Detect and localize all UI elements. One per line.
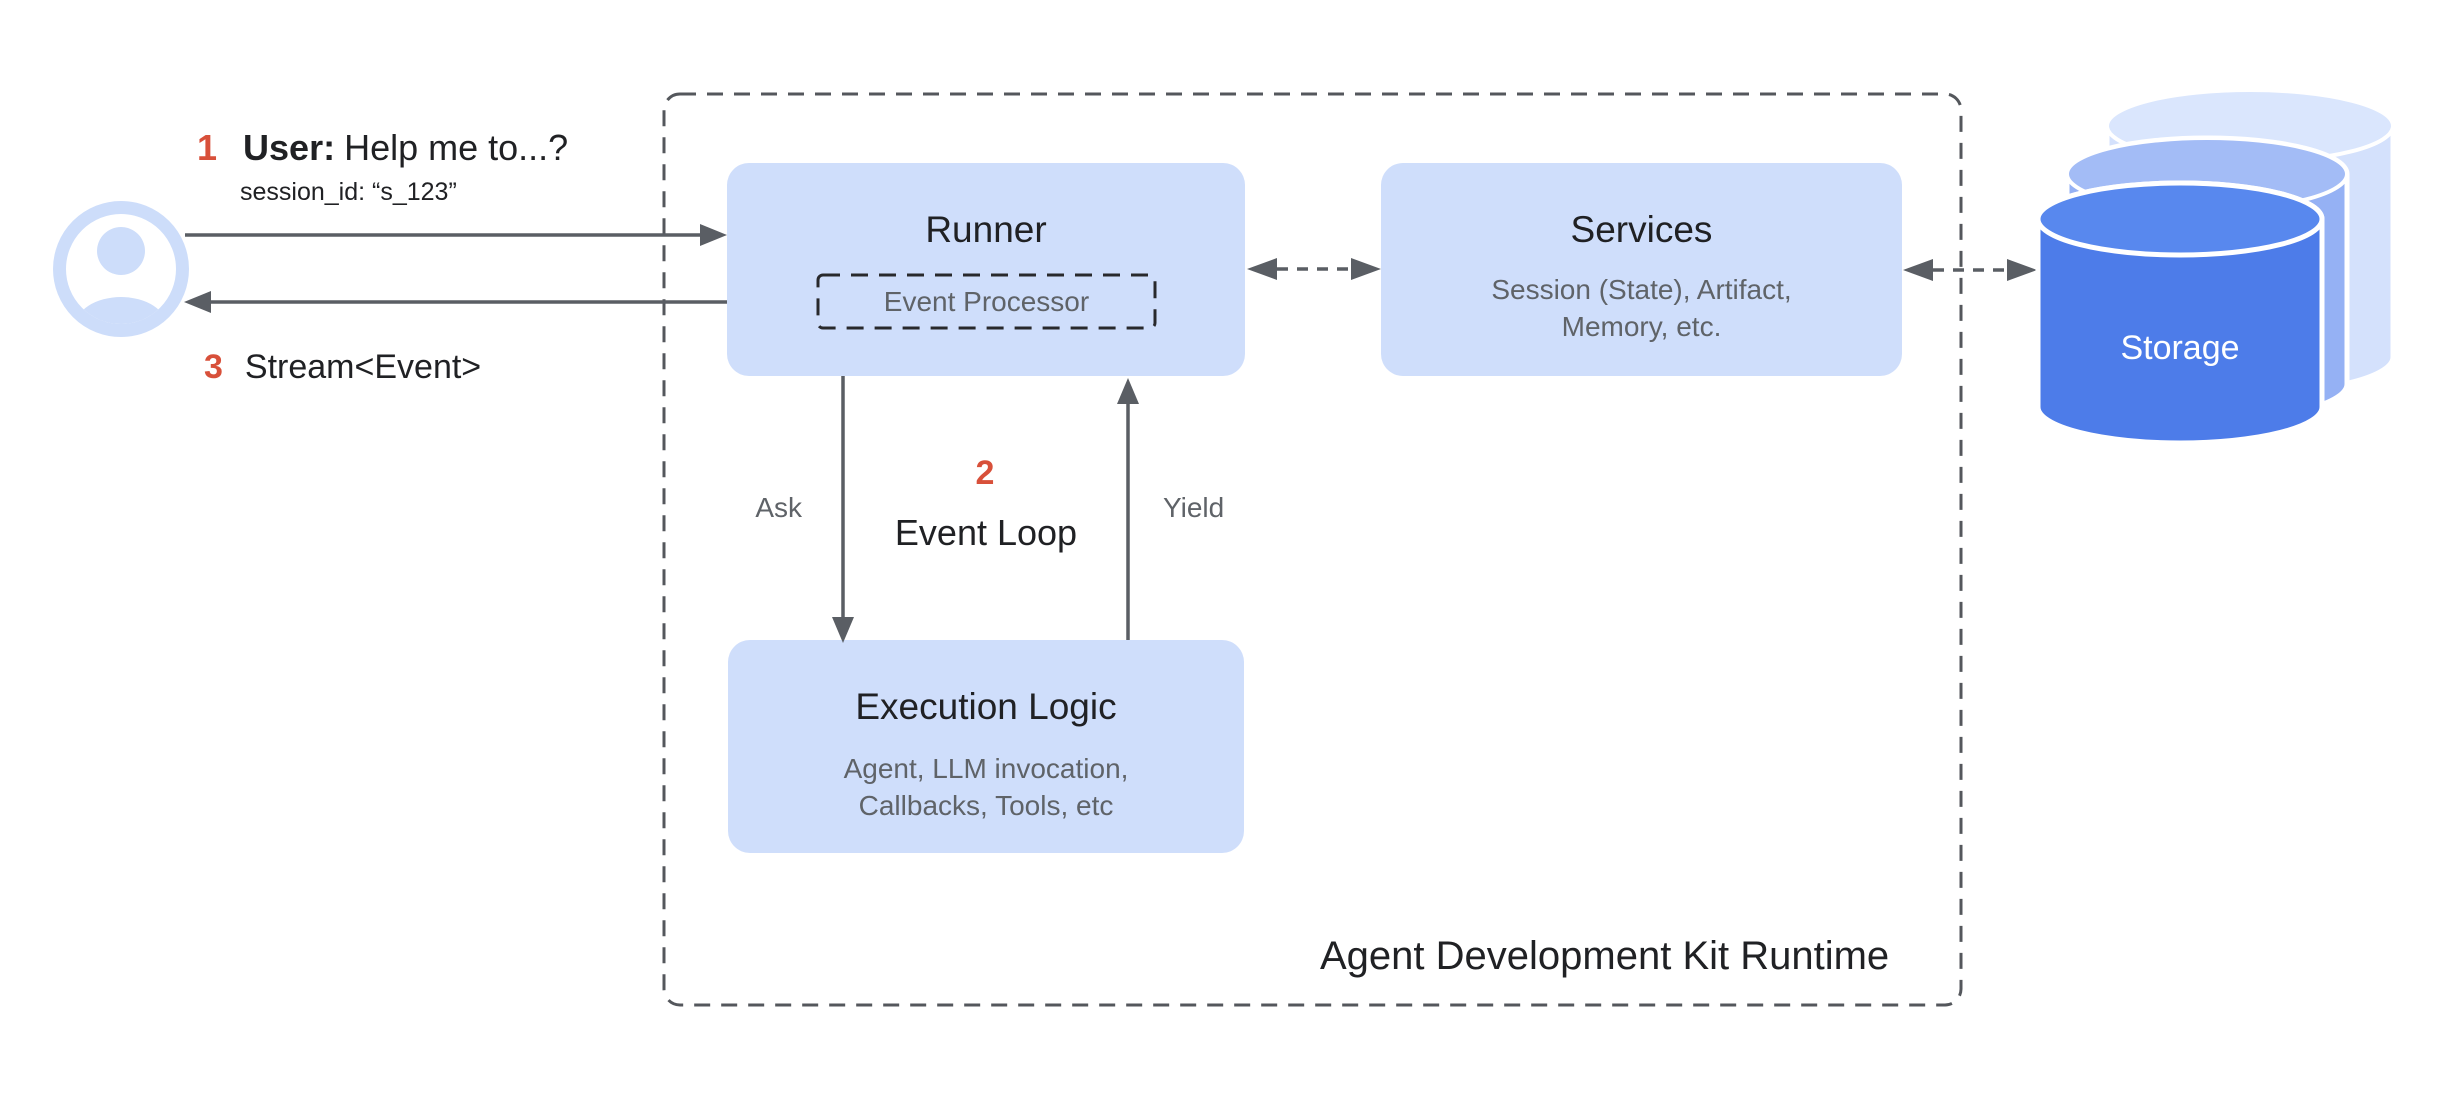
response-arrow [184, 291, 727, 313]
step-3-number: 3 [204, 348, 223, 386]
session-id-line: session_id: “s_123” [240, 178, 457, 206]
request-arrow [185, 224, 727, 246]
execution-subtitle-line1: Agent, LLM invocation, [843, 753, 1129, 784]
storage-cylinders-icon [2035, 87, 2396, 446]
stream-event-line: 3 Stream<Event> [204, 347, 481, 387]
ask-label: Ask [755, 492, 802, 523]
user-request-line: 1 User:Help me to...? [197, 128, 568, 168]
services-subtitle-line2: Memory, etc. [1561, 311, 1722, 342]
user-avatar-icon [53, 201, 189, 337]
ask-arrow [832, 376, 854, 643]
adk-runtime-dashed-border [662, 92, 1963, 1007]
services-box [1381, 163, 1902, 376]
runner-title: Runner [925, 209, 1047, 250]
step-2-number: 2 [975, 454, 995, 492]
execution-logic-subtitle: Agent, LLM invocation, Callbacks, Tools,… [728, 750, 1244, 824]
storage-label: Storage [2120, 329, 2240, 367]
services-subtitle-line1: Session (State), Artifact, [1491, 274, 1792, 305]
services-storage-arrow [1903, 259, 2037, 281]
adk-runtime-label: Agent Development Kit Runtime [1320, 934, 1890, 978]
services-title: Services [1570, 209, 1713, 250]
event-processor-dashed-box [816, 273, 1157, 330]
user-request-bold: User: [243, 127, 336, 168]
execution-logic-title: Execution Logic [855, 686, 1117, 727]
user-request-text: Help me to...? [344, 127, 569, 168]
services-subtitle: Session (State), Artifact, Memory, etc. [1381, 271, 1902, 345]
stream-event-text: Stream<Event> [244, 348, 482, 386]
runner-box [727, 163, 1245, 376]
event-loop-label: Event Loop [894, 512, 1078, 553]
execution-subtitle-line2: Callbacks, Tools, etc [858, 790, 1114, 821]
event-processor-label: Event Processor [883, 286, 1090, 317]
execution-logic-box [728, 640, 1244, 853]
step-1-number: 1 [197, 127, 218, 168]
runner-services-arrow [1247, 258, 1381, 280]
yield-arrow [1117, 378, 1139, 640]
yield-label: Yield [1163, 492, 1225, 523]
